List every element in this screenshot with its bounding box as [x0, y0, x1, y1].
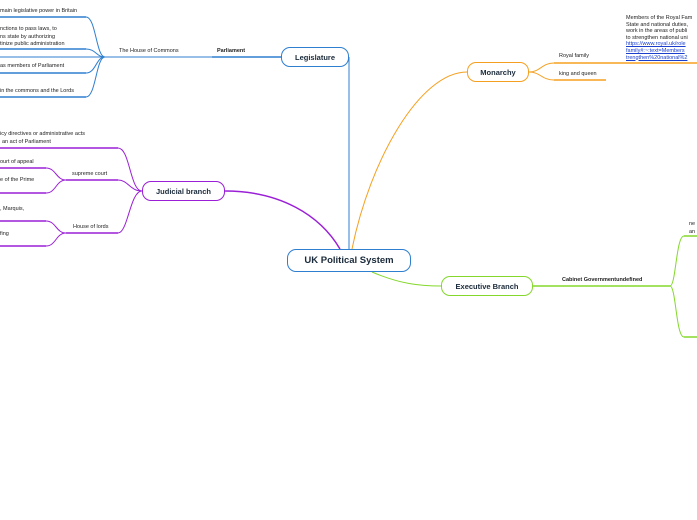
leaf-policy-line-1: icy directives or administrative acts [0, 131, 85, 137]
leaf-executive-right[interactable]: ne an [689, 221, 695, 236]
leaf-fing[interactable]: fing [0, 231, 9, 237]
connector-commons-leaves [0, 16, 106, 98]
topic-parliament[interactable]: Parliament [217, 48, 246, 54]
topic-supreme-court[interactable]: supreme court [72, 171, 108, 177]
connector-central-judicial [224, 190, 341, 250]
leaf-functions-line-3: tinize public administration [0, 41, 65, 47]
node-legislature[interactable]: Legislature [281, 47, 349, 67]
connector-cabinet-children [669, 235, 685, 338]
leaf-policy-line-2: an act of Parliament [2, 138, 51, 145]
leaf-policy-directives[interactable]: icy directives or administrative acts an… [0, 131, 85, 146]
leaf-marquis[interactable]: , Marquis, [0, 206, 25, 212]
leaf-underlines-judicial [0, 147, 118, 234]
leaf-exec-line-2: an [689, 228, 696, 235]
node-monarchy[interactable]: Monarchy [467, 62, 529, 82]
note-line: Members of the Royal Fam [626, 15, 693, 21]
connector-judicial-children [117, 147, 143, 234]
leaf-legislative-power[interactable]: main legislative power in Britain [0, 8, 78, 14]
leaf-underlines-judicial-2 [0, 167, 46, 247]
connector-supreme-leaves [45, 167, 67, 194]
connector-monarchy-children [528, 62, 555, 81]
leaf-commons-and-lords[interactable]: in the commons and the Lords [0, 88, 74, 94]
leaf-functions-line-1: nctions to pass laws, to [0, 26, 57, 32]
connector-lords-leaves [45, 220, 67, 247]
note-line: work in the areas of publi [626, 28, 688, 35]
topic-house-of-lords[interactable]: House of lords [73, 224, 109, 230]
node-judicial-branch[interactable]: Judicial branch [142, 181, 225, 201]
leaf-members-of-parliament[interactable]: as members of Parliament [0, 63, 65, 69]
note-link[interactable]: trengthen%20national%2 [626, 54, 688, 61]
node-executive-branch[interactable]: Executive Branch [441, 276, 533, 296]
leaf-prime[interactable]: e of the Prime [0, 177, 35, 183]
note-line: State and national duties, [626, 21, 689, 28]
leaf-underlines-executive [684, 235, 697, 338]
connector-central-executive [371, 271, 442, 287]
leaf-functions[interactable]: nctions to pass laws, to ns state by aut… [0, 26, 65, 49]
topic-king-and-queen[interactable]: king and queen [559, 71, 597, 77]
note-link[interactable]: https://www.royal.uk/role [626, 41, 686, 48]
note-link[interactable]: family#:~:text=Members [626, 47, 685, 54]
note-line: to strengthen national uni [626, 34, 688, 41]
royal-family-note: Members of the Royal Fam State and natio… [626, 15, 692, 61]
leaf-exec-line-1: ne [689, 221, 696, 227]
topic-house-of-commons[interactable]: The House of Commons [119, 48, 179, 54]
topic-royal-family[interactable]: Royal family [559, 53, 589, 59]
central-topic[interactable]: UK Political System [287, 249, 411, 272]
leaf-functions-line-2: ns state by authorizing [0, 33, 56, 40]
leaf-underlines-legislature [0, 16, 86, 98]
leaf-court-of-appeal[interactable]: ourt of appeal [0, 159, 34, 165]
connector-central-monarchy [351, 71, 468, 250]
leaf-underlines-monarchy [554, 62, 606, 81]
topic-cabinet-government[interactable]: Cabinet Governmentundefined [562, 277, 643, 283]
